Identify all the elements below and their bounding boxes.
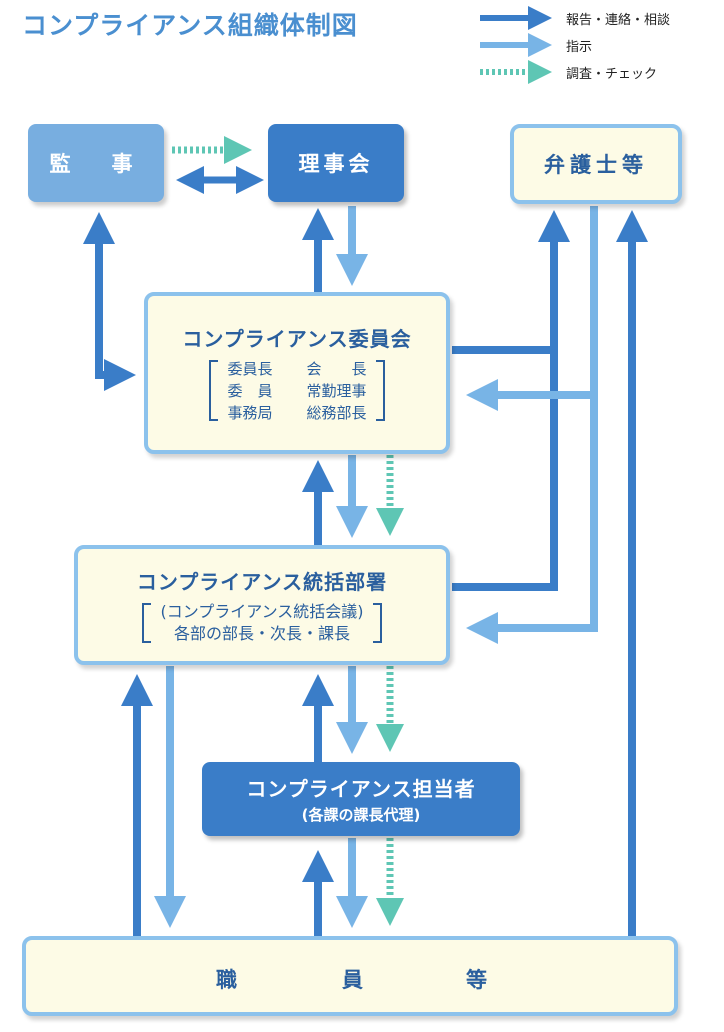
staff-label-3: 等 [466, 968, 487, 992]
committee-person-chair: 会 長 [306, 360, 367, 378]
division-title: コンプライアンス統括部署 [136, 569, 388, 594]
board-label: 理事会 [298, 152, 374, 176]
lawyer-label: 弁護士等 [544, 153, 648, 177]
page-title: コンプライアンス組織体制図 [22, 11, 358, 40]
division-members: (コンプライアンス統括会議) 各部の部長・次長・課長 [142, 601, 382, 645]
lawyer-box: 弁護士等 [510, 124, 682, 204]
staff-box: 職 員 等 [22, 936, 678, 1016]
committee-person-secretariat: 総務部長 [306, 404, 367, 422]
auditor-box: 監 事 [28, 124, 164, 202]
officer-subtitle: (各課の課長代理) [301, 806, 421, 824]
officer-box: コンプライアンス担当者 (各課の課長代理) [202, 762, 520, 836]
division-box: コンプライアンス統括部署 (コンプライアンス統括会議) 各部の部長・次長・課長 [74, 545, 450, 665]
division-line1: (コンプライアンス統括会議) [160, 601, 364, 621]
staff-label-1: 職 [216, 968, 237, 992]
instruct-lawyer-committee [466, 206, 598, 411]
legend-check-label: 調査・チェック [566, 67, 658, 82]
legend-instruct-label: 指示 [566, 40, 593, 55]
auditor-label: 監 事 [49, 152, 143, 176]
report-division-lawyer [452, 350, 558, 591]
division-line2: 各部の部長・次長・課長 [173, 623, 350, 643]
board-box: 理事会 [268, 124, 404, 202]
instruct-lawyer-division [466, 395, 598, 644]
committee-members: 委員長 会 長 委 員 常勤理事 事務局 総務部長 [209, 358, 385, 423]
report-auditor-committee [83, 212, 136, 391]
committee-role-member: 委 員 [227, 382, 273, 400]
committee-title: コンプライアンス委員会 [182, 327, 412, 351]
committee-role-secretariat: 事務局 [227, 404, 273, 422]
committee-person-member: 常勤理事 [306, 382, 367, 400]
report-committee-lawyer [452, 210, 570, 354]
officer-title: コンプライアンス担当者 [246, 777, 476, 801]
committee-role-chair: 委員長 [227, 360, 273, 378]
staff-label-2: 員 [342, 968, 363, 992]
committee-box: コンプライアンス委員会 委員長 会 長 委 員 常勤理事 事務局 総務部長 [144, 292, 450, 454]
legend-report-label: 報告・連絡・相談 [566, 13, 671, 28]
